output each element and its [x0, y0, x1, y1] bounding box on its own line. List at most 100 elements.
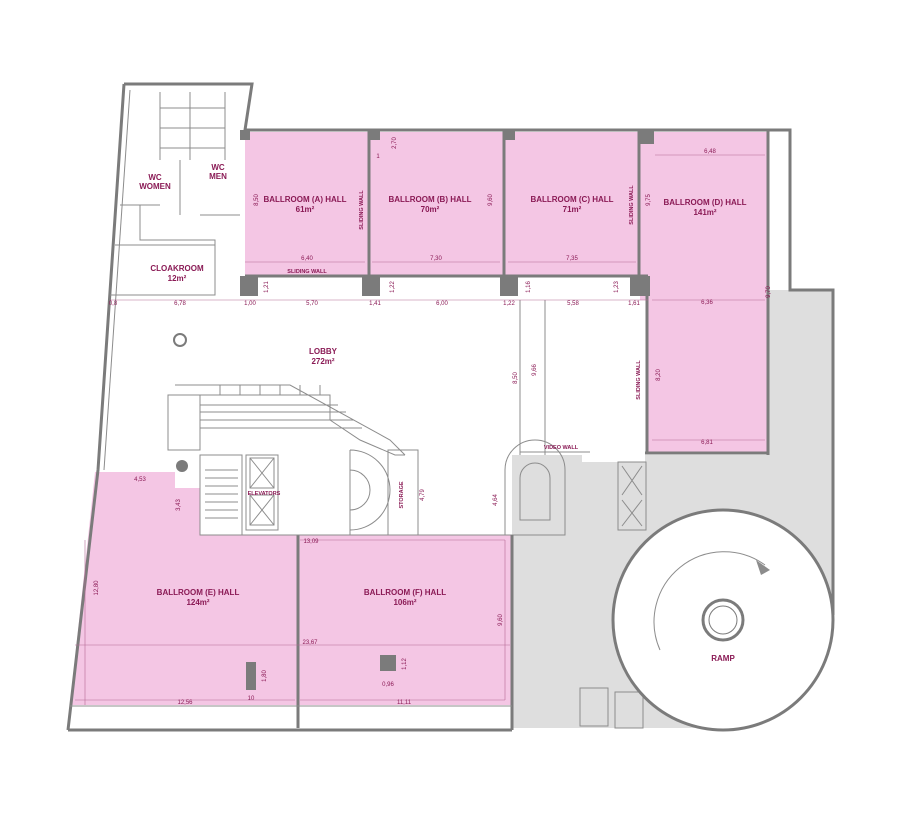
column	[630, 276, 650, 296]
column	[640, 130, 654, 144]
ramp-inner	[701, 598, 745, 642]
column	[362, 276, 380, 296]
dim-label: 1,23	[614, 281, 620, 293]
ballroom-f-label: BALLROOM (F) HALL	[364, 588, 446, 597]
spiral-staircase-center	[349, 449, 391, 535]
stair-block	[199, 454, 243, 536]
dim-label: 0,8	[109, 301, 118, 307]
dim-label: 6,40	[301, 256, 313, 262]
ramp-core	[708, 605, 738, 635]
dim-label: 6,48	[704, 149, 716, 155]
walls	[66, 82, 835, 732]
stair-steps	[205, 469, 238, 519]
column	[240, 276, 258, 296]
dim-label: 5,70	[306, 301, 318, 307]
elevators-label: ELEVATORS	[248, 491, 281, 497]
dimension-lines	[75, 154, 765, 705]
dim-label: 9,70	[766, 286, 772, 298]
dim-label: 1,22	[390, 281, 396, 293]
ballroom-d-fill	[640, 132, 768, 452]
ballroom-e-label: BALLROOM (E) HALL	[157, 588, 240, 597]
dim-label: 12,56	[177, 700, 193, 706]
cloakroom-label: CLOAKROOM	[150, 264, 204, 273]
ballroom-a-label: BALLROOM (A) HALL	[263, 195, 346, 204]
dim-label: 1	[376, 154, 380, 160]
dim-label: 12,80	[94, 580, 100, 596]
dim-label: 1,16	[526, 281, 532, 293]
dim-label: 23,67	[302, 640, 318, 646]
column	[370, 130, 380, 140]
pillar	[380, 655, 396, 671]
wc-partitions	[120, 92, 240, 270]
wc-men-label: MEN	[209, 172, 227, 181]
ballroom-d-area: 141m²	[693, 208, 716, 217]
dim-label: 4,53	[134, 477, 146, 483]
dim-label: 3,43	[176, 499, 182, 511]
dim-label: 8,50	[254, 194, 260, 206]
ballroom-b-label: BALLROOM (B) HALL	[388, 195, 471, 204]
outer-wall-west	[66, 83, 126, 731]
ballroom-b-fill	[370, 132, 504, 275]
wc-women-label: WOMEN	[139, 182, 171, 191]
cloakroom-area: 12m²	[168, 274, 187, 283]
elevator-car	[249, 457, 275, 489]
dim-label: 6,78	[174, 301, 186, 307]
ballroom-f-area: 106m²	[393, 598, 416, 607]
dimension-labels: 8,50 6,40 1 2,70 9,60 7,30 7,35 9,75 6,4…	[94, 137, 772, 706]
ballroom-d-label: BALLROOM (D) HALL	[663, 198, 746, 207]
ramp-direction-arrow	[653, 551, 766, 651]
dim-label: 7,30	[430, 256, 442, 262]
dim-label: 1,21	[264, 281, 270, 293]
dim-label: 6,81	[701, 440, 713, 446]
dim-label: 9,66	[532, 364, 538, 376]
column	[500, 276, 518, 296]
dim-label: 4,64	[493, 494, 499, 506]
outer-wall-left	[124, 82, 835, 615]
ballroom-e-fill	[70, 472, 298, 705]
ballroom-f-fill	[298, 535, 512, 705]
elevator-cross	[249, 457, 275, 526]
ballroom-c-fill	[505, 132, 638, 275]
dim-label: 1,12	[402, 658, 408, 670]
sliding-wall-label-ab: SLIDING WALL	[359, 190, 365, 230]
video-wall-label: VIDEO WALL	[544, 445, 579, 451]
east-elevator-cross	[621, 465, 643, 527]
sliding-wall-label-cd: SLIDING WALL	[629, 185, 635, 225]
ballroom-fills	[70, 132, 768, 705]
ballroom-a-fill	[245, 132, 368, 275]
dim-label: 9,60	[488, 194, 494, 206]
dim-label: 5,58	[567, 301, 579, 307]
dim-label: 11,11	[397, 700, 412, 706]
sliding-wall-label: SLIDING WALL	[287, 269, 327, 275]
storage-label: STORAGE	[399, 481, 405, 508]
east-spiral-staircase	[504, 439, 566, 536]
cloakroom-walls	[110, 244, 216, 296]
dim-label: 7,35	[566, 256, 578, 262]
sliding-wall-label-d: SLIDING WALL	[636, 360, 642, 400]
dim-label: 4,79	[420, 489, 426, 501]
lobby-label: LOBBY	[309, 347, 338, 356]
sw-elevator	[614, 691, 644, 729]
dim-label: 6,00	[436, 301, 448, 307]
dim-label: 6,36	[701, 300, 713, 306]
dim-label: 10	[248, 696, 255, 702]
dim-label: 8,50	[513, 372, 519, 384]
ballroom-a-area: 61m²	[296, 205, 315, 214]
inner-west-line	[103, 89, 131, 471]
dim-label: 0,96	[382, 682, 394, 688]
dim-label: 1,41	[369, 301, 381, 307]
ramp-label: RAMP	[711, 654, 735, 663]
dim-label: 9,75	[646, 194, 652, 206]
ballroom-b-area: 70m²	[421, 205, 440, 214]
wc-men-label: WC	[211, 163, 225, 172]
ballroom-e-area: 124m²	[186, 598, 209, 607]
pillar	[246, 662, 256, 690]
elevator-shaft	[245, 454, 279, 531]
sw-elevator	[579, 687, 609, 727]
room-labels: WC WOMEN WC MEN CLOAKROOM 12m² BALLROOM …	[139, 163, 746, 663]
dim-label: 1,22	[503, 301, 515, 307]
dim-label: 1,00	[244, 301, 256, 307]
dim-label: 8,20	[656, 369, 662, 381]
ballroom-c-area: 71m²	[563, 205, 582, 214]
round-column	[176, 460, 188, 472]
